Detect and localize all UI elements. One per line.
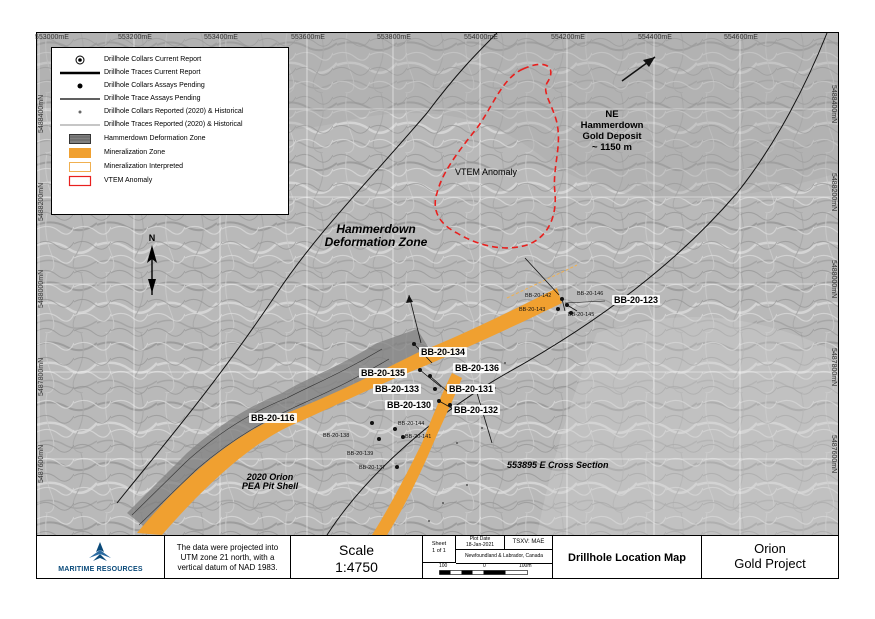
- easting-label: 554000mE: [464, 34, 498, 41]
- legend-item: Drillhole Collars Reported (2020) & Hist…: [52, 106, 288, 118]
- projection-note: The data were projected into UTM zone 21…: [165, 536, 291, 579]
- northing-label: 5488200mN: [830, 173, 837, 212]
- drillhole-label: BB-20-123: [612, 295, 661, 305]
- drillhole-label-small: BB-20-142: [525, 293, 552, 299]
- drillhole-label-small: BB-20-137: [359, 465, 386, 471]
- trace-historical-icon: [59, 119, 101, 131]
- drillhole-label-small: BB-20-145: [568, 312, 595, 318]
- sheet-info-cell: Sheet 1 of 1 Plot Date 18-Jan-2021 TSXV:…: [423, 536, 553, 579]
- easting-label: 553800mE: [377, 34, 411, 41]
- drillhole-label-small: BB-20-139: [347, 451, 374, 457]
- northing-label: 5487800mN: [830, 348, 837, 387]
- vtem-anomaly-icon: [59, 175, 101, 187]
- ne-deposit-label: NE Hammerdown Gold Deposit ~ 1150 m: [580, 109, 644, 153]
- pit-shell-label: 2020 Orion PEA Pit Shell: [241, 472, 299, 492]
- drillhole-label: BB-20-130: [385, 400, 434, 410]
- company-logo-icon: [89, 542, 111, 561]
- province: Newfoundland & Labrador, Canada: [456, 549, 552, 564]
- drillhole-label: BB-20-135: [359, 368, 408, 378]
- scale-value: 1:4750: [335, 559, 378, 575]
- legend-item: Drillhole Collars Assays Pending: [52, 80, 288, 92]
- deformation-zone-icon: [59, 133, 101, 145]
- mineralization-zone-icon: [59, 147, 101, 159]
- legend-item: VTEM Anomaly: [52, 175, 288, 187]
- drillhole-label-small: BB-20-143: [519, 307, 546, 313]
- plot-date-label: Plot Date: [469, 536, 491, 542]
- collar-current-icon: [59, 54, 101, 66]
- northing-label: 5488000mN: [38, 269, 45, 308]
- title-block: MARITIME RESOURCES The data were project…: [37, 535, 838, 579]
- legend-item: Drillhole Traces Current Report: [52, 67, 288, 79]
- cross-section-label: 553895 E Cross Section: [507, 460, 609, 470]
- map-legend: Drillhole Collars Current Report Drillho…: [51, 47, 289, 215]
- easting-label: 553600mE: [291, 34, 325, 41]
- drillhole-traces: [413, 298, 578, 412]
- map-title: Drillhole Location Map: [553, 536, 702, 579]
- vtem-anomaly-outline: [434, 63, 560, 249]
- deformation-boundary-west: [116, 32, 498, 504]
- sheet-value: 1 of 1: [432, 548, 446, 554]
- northing-label: 5487600mN: [830, 435, 837, 474]
- northing-label: 5488400mN: [38, 94, 45, 133]
- northing-label: 5488200mN: [38, 182, 45, 221]
- plot-date-value: 18-Jan-2021: [465, 542, 495, 548]
- easting-label: 554400mE: [638, 34, 672, 41]
- legend-item: Hammerdown Deformation Zone: [52, 133, 288, 145]
- northing-label: 5487800mN: [38, 357, 45, 396]
- easting-label: 553200mE: [118, 34, 152, 41]
- drillhole-label: BB-20-131: [447, 384, 496, 394]
- scale-label: Scale: [338, 542, 375, 558]
- mineralization-interpreted-icon: [59, 161, 101, 173]
- drillhole-label: BB-20-132: [452, 405, 501, 415]
- northing-label: 5488400mN: [830, 85, 837, 124]
- mineralization-interpreted-line: [506, 264, 578, 299]
- company-name: MARITIME RESOURCES: [58, 566, 143, 573]
- north-label: N: [148, 233, 156, 243]
- legend-item: Drillhole Collars Current Report: [52, 54, 288, 66]
- drillhole-label: BB-20-136: [453, 363, 502, 373]
- sheet-label: Sheet: [431, 541, 447, 547]
- legend-item: Drillhole Trace Assays Pending: [52, 93, 288, 105]
- north-arrow-icon: N: [145, 233, 159, 295]
- legend-item: Mineralization Interpreted: [52, 161, 288, 173]
- drillhole-label-small: BB-20-146: [577, 291, 604, 297]
- deformation-zone-label: Hammerdown Deformation Zone: [324, 222, 428, 249]
- collar-historical-icon: [59, 106, 101, 118]
- ticker: TSXV: MAE: [512, 539, 545, 545]
- map-area[interactable]: 553000mE 553200mE 553400mE 553600mE 5538…: [35, 32, 838, 536]
- map-sheet: 553000mE 553200mE 553400mE 553600mE 5538…: [35, 32, 839, 579]
- scale-cell: Scale 1:4750: [291, 536, 423, 579]
- scale-bar: 100 0 100m: [423, 563, 552, 579]
- drillhole-label: BB-20-116: [249, 413, 297, 423]
- vtem-anomaly-label: VTEM Anomaly: [455, 167, 518, 177]
- easting-label: 553000mE: [35, 34, 69, 41]
- drillhole-label-small: BB-20-141: [405, 434, 432, 440]
- trace-pending-icon: [59, 93, 101, 105]
- drillhole-label-small: BB-20-144: [398, 421, 425, 427]
- drillhole-label: BB-20-134: [419, 347, 468, 357]
- easting-label: 554200mE: [551, 34, 585, 41]
- northing-label: 5488000mN: [830, 260, 837, 299]
- project-title: Orion Gold Project: [734, 541, 806, 571]
- legend-item: Mineralization Zone: [52, 147, 288, 159]
- company-logo-cell: MARITIME RESOURCES: [37, 536, 165, 579]
- drillhole-label: BB-20-133: [373, 384, 422, 394]
- collar-pending-icon: [59, 80, 101, 92]
- easting-label: 554600mE: [724, 34, 758, 41]
- grid-lines: [37, 33, 838, 535]
- mineralization-zone-branch: [372, 373, 462, 535]
- trace-current-icon: [59, 67, 101, 79]
- legend-item: Drillhole Traces Reported (2020) & Histo…: [52, 119, 288, 131]
- scale-bar-graphic: [439, 570, 528, 575]
- northing-label: 5487600mN: [38, 444, 45, 483]
- deformation-zone-shape: [127, 329, 432, 533]
- drillhole-label-small: BB-20-138: [323, 433, 350, 439]
- easting-label: 553400mE: [204, 34, 238, 41]
